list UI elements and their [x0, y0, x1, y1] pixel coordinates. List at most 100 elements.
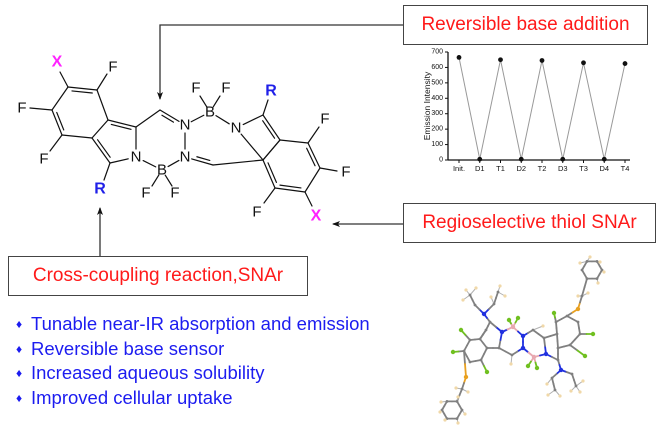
crystal-atoms [438, 255, 606, 425]
bond-b-f [151, 174, 160, 187]
crystal-atom-c [460, 387, 464, 391]
crystal-atom-c [556, 346, 560, 350]
crystal-atom-c [576, 320, 580, 324]
fluorine-label: F [108, 59, 117, 76]
chart-data-point [477, 156, 483, 162]
chart-y-tick-label: 600 [431, 64, 443, 71]
bond [262, 159, 276, 189]
bond [242, 114, 264, 126]
crystal-atom-s [463, 374, 469, 380]
nitrogen-label: N [131, 149, 142, 166]
crystal-atom-c [542, 336, 546, 340]
bond [107, 119, 137, 128]
callout-label: Reversible base addition [421, 14, 630, 35]
bond-to-f [49, 134, 63, 152]
crystal-atom-c [550, 376, 554, 380]
chart-y-tick-label: 100 [431, 141, 443, 148]
fluorine-label: F [320, 111, 329, 128]
chart-data-point [456, 55, 462, 60]
crystal-atom-c [484, 328, 488, 332]
crystal-atom-h [439, 400, 443, 404]
chart-y-tick-label: 400 [431, 95, 443, 102]
callout-reversible-base-addition: Reversible base addition [403, 5, 648, 45]
crystal-atom-f [525, 363, 531, 369]
chart-series [456, 55, 628, 162]
chart-x-tick-label: Init. [453, 164, 465, 173]
chart-x-tick-label: T4 [621, 164, 630, 173]
bond-to-f [263, 187, 276, 204]
feature-item: ♦Reversible base sensor [16, 337, 370, 362]
boron-label: B [157, 162, 167, 179]
double-bond-inner [262, 120, 276, 139]
bond-to-f [319, 167, 338, 172]
bond [274, 187, 306, 193]
chart-y-tick-label: 0 [439, 157, 443, 164]
crystal-atom-c [468, 360, 472, 364]
crystal-atom-f [590, 331, 596, 337]
crystal-atom-c [568, 343, 572, 347]
crystal-atom-c [488, 320, 492, 324]
chart-data-point [560, 156, 566, 162]
fluorine-label: F [252, 204, 261, 221]
bond [279, 139, 309, 144]
crystal-atom-s [575, 306, 581, 312]
callout-cross-coupling: Cross-coupling reaction,SNAr [8, 256, 308, 296]
fluorine-label: F [141, 185, 150, 202]
bond [307, 142, 321, 169]
nitrogen-label: N [231, 120, 242, 137]
crystal-atom-h [576, 294, 580, 298]
crystal-atom-f [582, 353, 588, 359]
crystal-atom-n [481, 311, 487, 317]
x-substituent-label: X [52, 54, 63, 71]
feature-list: ♦Tunable near-IR absorption and emission… [16, 312, 370, 410]
chart-x-tick-label: T2 [538, 164, 547, 173]
bond [304, 167, 321, 193]
x-substituent-label: X [311, 208, 322, 225]
bond [191, 158, 214, 166]
crystal-atom-h [545, 382, 549, 386]
bond [51, 86, 69, 111]
crystal-atom-n [543, 351, 549, 357]
bond-to-r [262, 99, 269, 116]
feature-text: Increased aqueous solubility [31, 362, 265, 383]
double-bond-inner [196, 156, 211, 162]
crystal-atom-h [541, 324, 545, 328]
bond [91, 137, 111, 164]
crystal-atom-c [478, 337, 482, 341]
crystal-bond [581, 286, 586, 297]
chart-x-tick-label: D2 [516, 164, 526, 173]
fluorine-label: F [170, 185, 179, 202]
bond [51, 109, 63, 136]
bond-to-f [307, 126, 320, 144]
crystal-atom-c [585, 259, 589, 263]
bond-b-f [212, 95, 221, 108]
bond-b-f [164, 174, 173, 187]
bond [135, 109, 161, 128]
boron-label: B [205, 104, 215, 121]
crystal-atom-c [580, 268, 584, 272]
crystal-atom-c [445, 399, 449, 403]
crystal-atom-h [578, 261, 582, 265]
chart-x-tick-label: D1 [475, 164, 485, 173]
fluorine-label: F [191, 80, 200, 97]
crystal-atom-h [569, 389, 573, 393]
bond [142, 159, 157, 168]
bond-to-f [96, 73, 108, 91]
feature-item: ♦Increased aqueous solubility [16, 361, 370, 386]
bond-to-f [29, 107, 53, 111]
double-bond-inner [96, 139, 111, 158]
crystal-atom-h [456, 395, 460, 399]
crystal-atom-h [581, 379, 585, 383]
crystal-atom-c [600, 268, 604, 272]
crystal-atom-c [460, 408, 464, 412]
crystal-atom-h [498, 284, 502, 288]
chart-data-point [622, 61, 628, 66]
crystal-atom-h [474, 286, 478, 290]
crystal-atom-b [510, 324, 516, 330]
crystal-atom-c [485, 346, 489, 350]
chart-data-point [601, 156, 607, 162]
crystal-bonds [439, 256, 605, 424]
chart-x-tick-label: D3 [558, 164, 568, 173]
